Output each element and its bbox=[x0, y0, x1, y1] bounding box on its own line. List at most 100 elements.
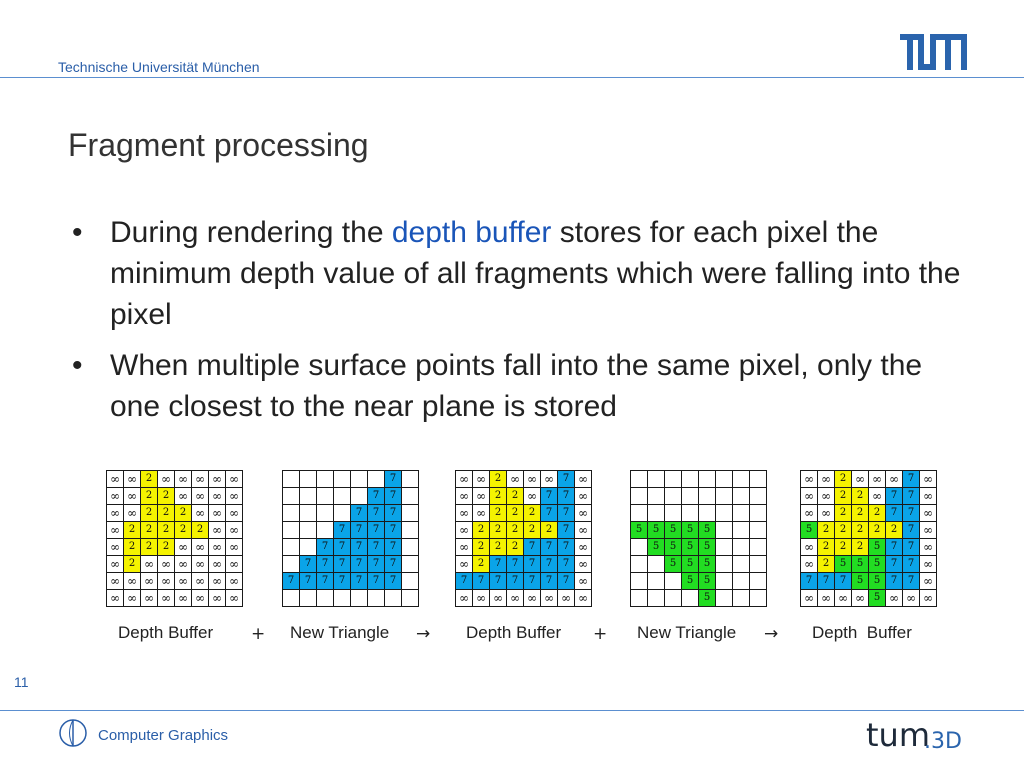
grid-cell bbox=[682, 590, 698, 606]
grid-cell: 2 bbox=[192, 522, 208, 538]
grid-cell: ∞ bbox=[869, 488, 885, 504]
grid-cell bbox=[351, 488, 367, 504]
grid-cell: ∞ bbox=[575, 488, 591, 504]
grid-cell bbox=[682, 505, 698, 521]
grid-cell: 2 bbox=[835, 505, 851, 521]
grid-cell: 7 bbox=[334, 522, 350, 538]
grid-cell bbox=[648, 505, 664, 521]
bullet-list: • During rendering the depth buffer stor… bbox=[72, 212, 972, 437]
grid-cell: 2 bbox=[852, 522, 868, 538]
bullet-text: When multiple surface points fall into t… bbox=[110, 349, 923, 423]
grid-cell bbox=[716, 488, 732, 504]
grid-cell: 7 bbox=[385, 539, 401, 555]
grid-cell bbox=[716, 539, 732, 555]
grid-cell: ∞ bbox=[107, 505, 123, 521]
grid-cell: 7 bbox=[507, 556, 523, 572]
grid-cell: 7 bbox=[385, 573, 401, 589]
grid-cell bbox=[733, 556, 749, 572]
grid-cell: ∞ bbox=[473, 505, 489, 521]
grid-cell: 7 bbox=[541, 556, 557, 572]
grid-cell: 7 bbox=[368, 556, 384, 572]
grid-cell: ∞ bbox=[192, 488, 208, 504]
grid-cell: ∞ bbox=[175, 471, 191, 487]
grid-cell: 5 bbox=[835, 556, 851, 572]
grid-cell: ∞ bbox=[575, 590, 591, 606]
grid-cell: ∞ bbox=[541, 590, 557, 606]
grid-cell: 7 bbox=[558, 505, 574, 521]
grid-cell: 7 bbox=[558, 471, 574, 487]
grid-cell: ∞ bbox=[456, 488, 472, 504]
grid-cell bbox=[631, 556, 647, 572]
grid-cell: 7 bbox=[300, 573, 316, 589]
grid-cell: 7 bbox=[334, 573, 350, 589]
grid-cell: ∞ bbox=[209, 505, 225, 521]
grid-cell: ∞ bbox=[456, 590, 472, 606]
grid-cell: 5 bbox=[631, 522, 647, 538]
grid-cell: ∞ bbox=[226, 505, 242, 521]
grid-cell: 7 bbox=[368, 539, 384, 555]
arrow-operator: → bbox=[416, 624, 431, 644]
grid-cell: ∞ bbox=[141, 573, 157, 589]
grid-cell: ∞ bbox=[124, 505, 140, 521]
grid-cell: ∞ bbox=[920, 505, 936, 521]
grid-cell bbox=[334, 590, 350, 606]
grid-cell bbox=[300, 505, 316, 521]
grid-cell bbox=[300, 471, 316, 487]
grid-cell: 7 bbox=[524, 539, 540, 555]
grid-cell: ∞ bbox=[158, 573, 174, 589]
grid-cell bbox=[733, 488, 749, 504]
grid-cell bbox=[317, 471, 333, 487]
grid-cell bbox=[300, 539, 316, 555]
grid-cell: 2 bbox=[835, 539, 851, 555]
grid-cell: ∞ bbox=[124, 488, 140, 504]
grid-cell: 5 bbox=[852, 556, 868, 572]
grid-cell: 2 bbox=[886, 522, 902, 538]
grid-cell: ∞ bbox=[541, 471, 557, 487]
grid-cell: ∞ bbox=[818, 505, 834, 521]
grid-cell bbox=[334, 505, 350, 521]
grid-cell: 7 bbox=[385, 505, 401, 521]
grid-cell: ∞ bbox=[801, 471, 817, 487]
grid-cell bbox=[385, 590, 401, 606]
grid-cell bbox=[368, 590, 384, 606]
grid-cell: 7 bbox=[903, 471, 919, 487]
grid-cell: 7 bbox=[317, 556, 333, 572]
globe-icon bbox=[59, 719, 87, 747]
grid-cell: ∞ bbox=[107, 590, 123, 606]
grid-cell: 2 bbox=[507, 488, 523, 504]
grid-cell: 2 bbox=[473, 522, 489, 538]
grid-cell: 2 bbox=[124, 539, 140, 555]
grid-cell: 7 bbox=[886, 539, 902, 555]
grid-cell: ∞ bbox=[801, 556, 817, 572]
grid-cell: ∞ bbox=[141, 590, 157, 606]
grid-cell bbox=[300, 590, 316, 606]
grid-cell: ∞ bbox=[209, 539, 225, 555]
grid-cell bbox=[402, 556, 418, 572]
grid-cell bbox=[750, 471, 766, 487]
grid-cell: 7 bbox=[818, 573, 834, 589]
grid-cell: ∞ bbox=[818, 488, 834, 504]
grid-cell: ∞ bbox=[226, 471, 242, 487]
tum3d-logo-main: tum bbox=[866, 716, 930, 754]
grid-cell: 7 bbox=[385, 471, 401, 487]
grid-cell: 2 bbox=[818, 522, 834, 538]
grid-cell: ∞ bbox=[209, 488, 225, 504]
grid-cell bbox=[300, 488, 316, 504]
grid-cell bbox=[631, 505, 647, 521]
grid-cell: 7 bbox=[558, 573, 574, 589]
grid-cell: ∞ bbox=[818, 590, 834, 606]
grid-cell: 7 bbox=[456, 573, 472, 589]
page-number: 11 bbox=[14, 674, 29, 690]
grid-cell: 7 bbox=[558, 556, 574, 572]
grid-cell: ∞ bbox=[456, 522, 472, 538]
grid-cell: 5 bbox=[682, 522, 698, 538]
grid-cell bbox=[716, 573, 732, 589]
grid-cell bbox=[665, 590, 681, 606]
bullet-item: • When multiple surface points fall into… bbox=[72, 345, 972, 427]
grid-cell bbox=[750, 522, 766, 538]
grid-cell: 2 bbox=[490, 539, 506, 555]
grid-cell: 7 bbox=[490, 556, 506, 572]
grid-cell: ∞ bbox=[818, 471, 834, 487]
plus-operator: + bbox=[251, 624, 266, 644]
bullet-dot: • bbox=[72, 216, 83, 249]
